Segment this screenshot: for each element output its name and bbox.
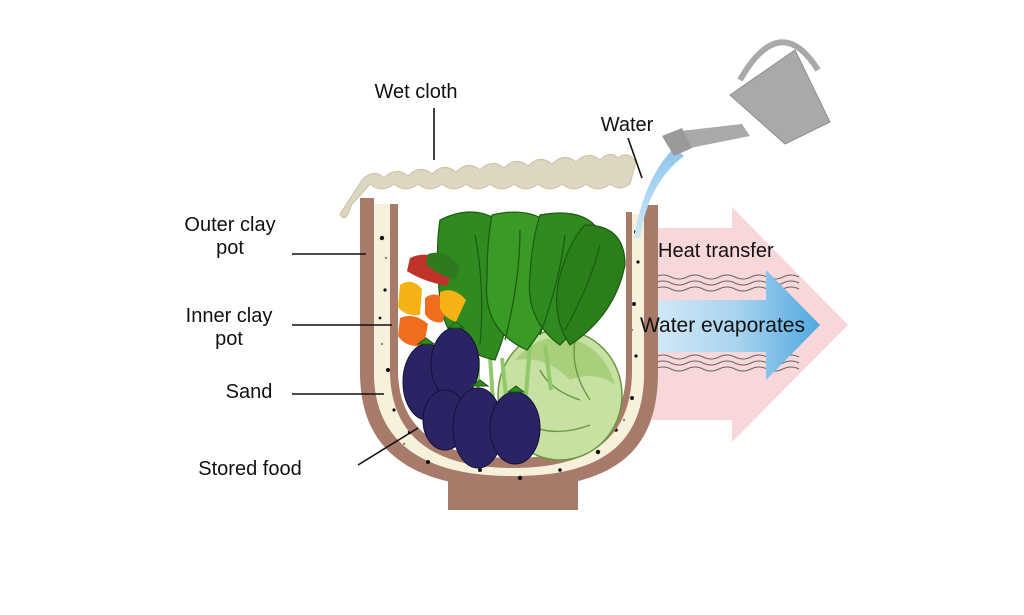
outer-clay-pot-label-line1: Outer clay xyxy=(184,214,275,236)
water-label: Water xyxy=(601,114,654,136)
peppers xyxy=(398,252,466,347)
wet-cloth xyxy=(339,154,637,219)
outer-clay-pot-label-line2: pot xyxy=(216,237,244,259)
water-evaporates-arrow xyxy=(636,270,820,380)
stored-food-label: Stored food xyxy=(198,458,301,480)
eggplants xyxy=(402,321,541,469)
leafy-greens xyxy=(436,211,626,418)
water-leader xyxy=(627,137,643,179)
water-stream xyxy=(634,148,684,238)
watering-can-icon xyxy=(662,39,831,156)
heat-transfer-label: Heat transfer xyxy=(658,240,774,262)
inner-clay-pot-label-line2: pot xyxy=(215,328,243,350)
inner-clay-pot-label-line1: Inner clay xyxy=(186,305,273,327)
heat-wave-lines xyxy=(654,274,800,372)
stored-food-leader xyxy=(357,427,419,466)
wet-cloth-label: Wet cloth xyxy=(375,81,458,103)
water-evaporates-label: Water evaporates xyxy=(640,314,805,337)
sand-label: Sand xyxy=(226,381,273,403)
